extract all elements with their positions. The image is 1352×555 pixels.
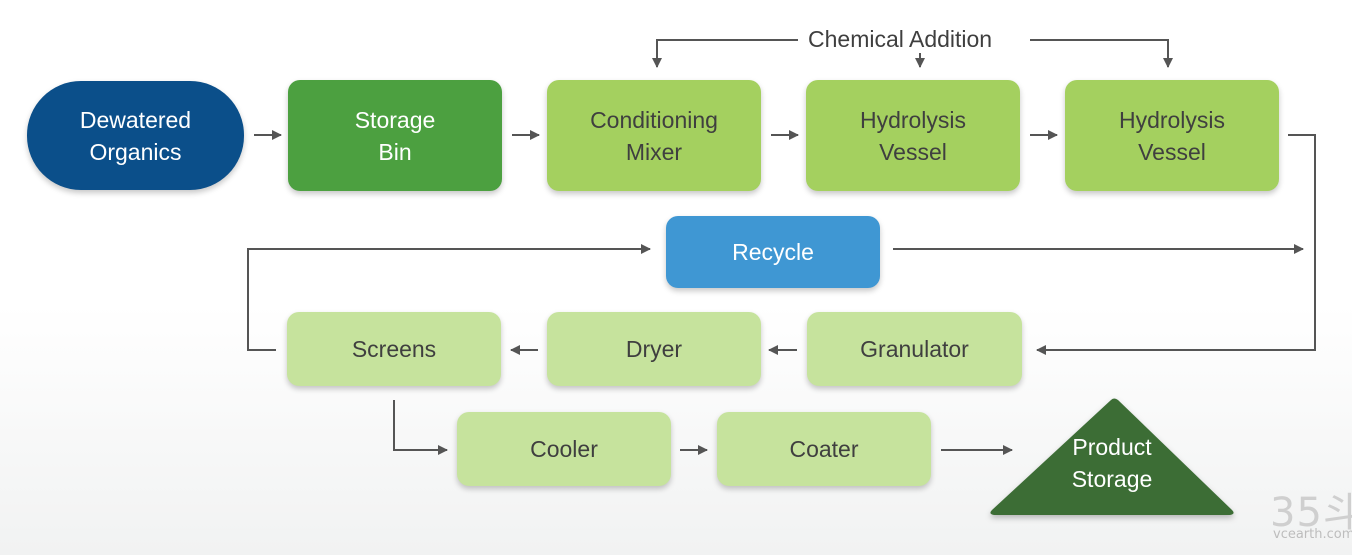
storage-bin-node: Storage Bin	[288, 80, 502, 191]
arrow-screens-to-cooler	[393, 400, 448, 455]
conditioning-mixer-node: Conditioning Mixer	[547, 80, 761, 191]
chemical-addition-label: Chemical Addition	[798, 26, 1003, 53]
hydrolysis-vessel-2-node: Hydrolysis Vessel	[1065, 80, 1279, 191]
conditioning-mixer-label: Conditioning Mixer	[590, 106, 718, 165]
cooler-node: Cooler	[457, 412, 671, 486]
hydrolysis-vessel-2-label: Hydrolysis Vessel	[1118, 106, 1226, 165]
hydrolysis-vessel-1-node: Hydrolysis Vessel	[806, 80, 1020, 191]
granulator-label: Granulator	[860, 336, 969, 362]
dewatered-organics-node: Dewatered Organics	[27, 81, 244, 190]
hydrolysis-vessel-1-label: Hydrolysis Vessel	[859, 106, 967, 165]
product-storage-shape	[990, 398, 1234, 515]
granulator-node: Granulator	[807, 312, 1022, 386]
product-storage-label-line1: Product	[1072, 434, 1152, 460]
cooler-label: Cooler	[530, 436, 598, 462]
dryer-label: Dryer	[625, 336, 683, 362]
arrow-chemical-to-mixer	[652, 39, 800, 68]
coater-label: Coater	[789, 436, 859, 462]
storage-bin-label: Storage Bin	[354, 106, 436, 165]
dryer-node: Dryer	[547, 312, 761, 386]
arrow-chemical-to-hydrolysis-2	[1030, 39, 1173, 68]
product-storage-label-line2: Storage	[1072, 466, 1153, 492]
arrow-screens-to-recycle	[247, 244, 651, 351]
screens-label: Screens	[351, 336, 437, 362]
watermark-logo: 35斗	[1270, 490, 1352, 536]
arrow-hydrolysis-2-to-granulator	[1036, 134, 1316, 355]
product-storage-node: Product Storage	[990, 398, 1234, 515]
dewatered-organics-label: Dewatered Organics	[79, 106, 192, 165]
screens-node: Screens	[287, 312, 501, 386]
recycle-node: Recycle	[666, 216, 880, 288]
watermark-site: vcearth.com	[1273, 527, 1352, 542]
coater-node: Coater	[717, 412, 931, 486]
recycle-label: Recycle	[732, 239, 814, 265]
